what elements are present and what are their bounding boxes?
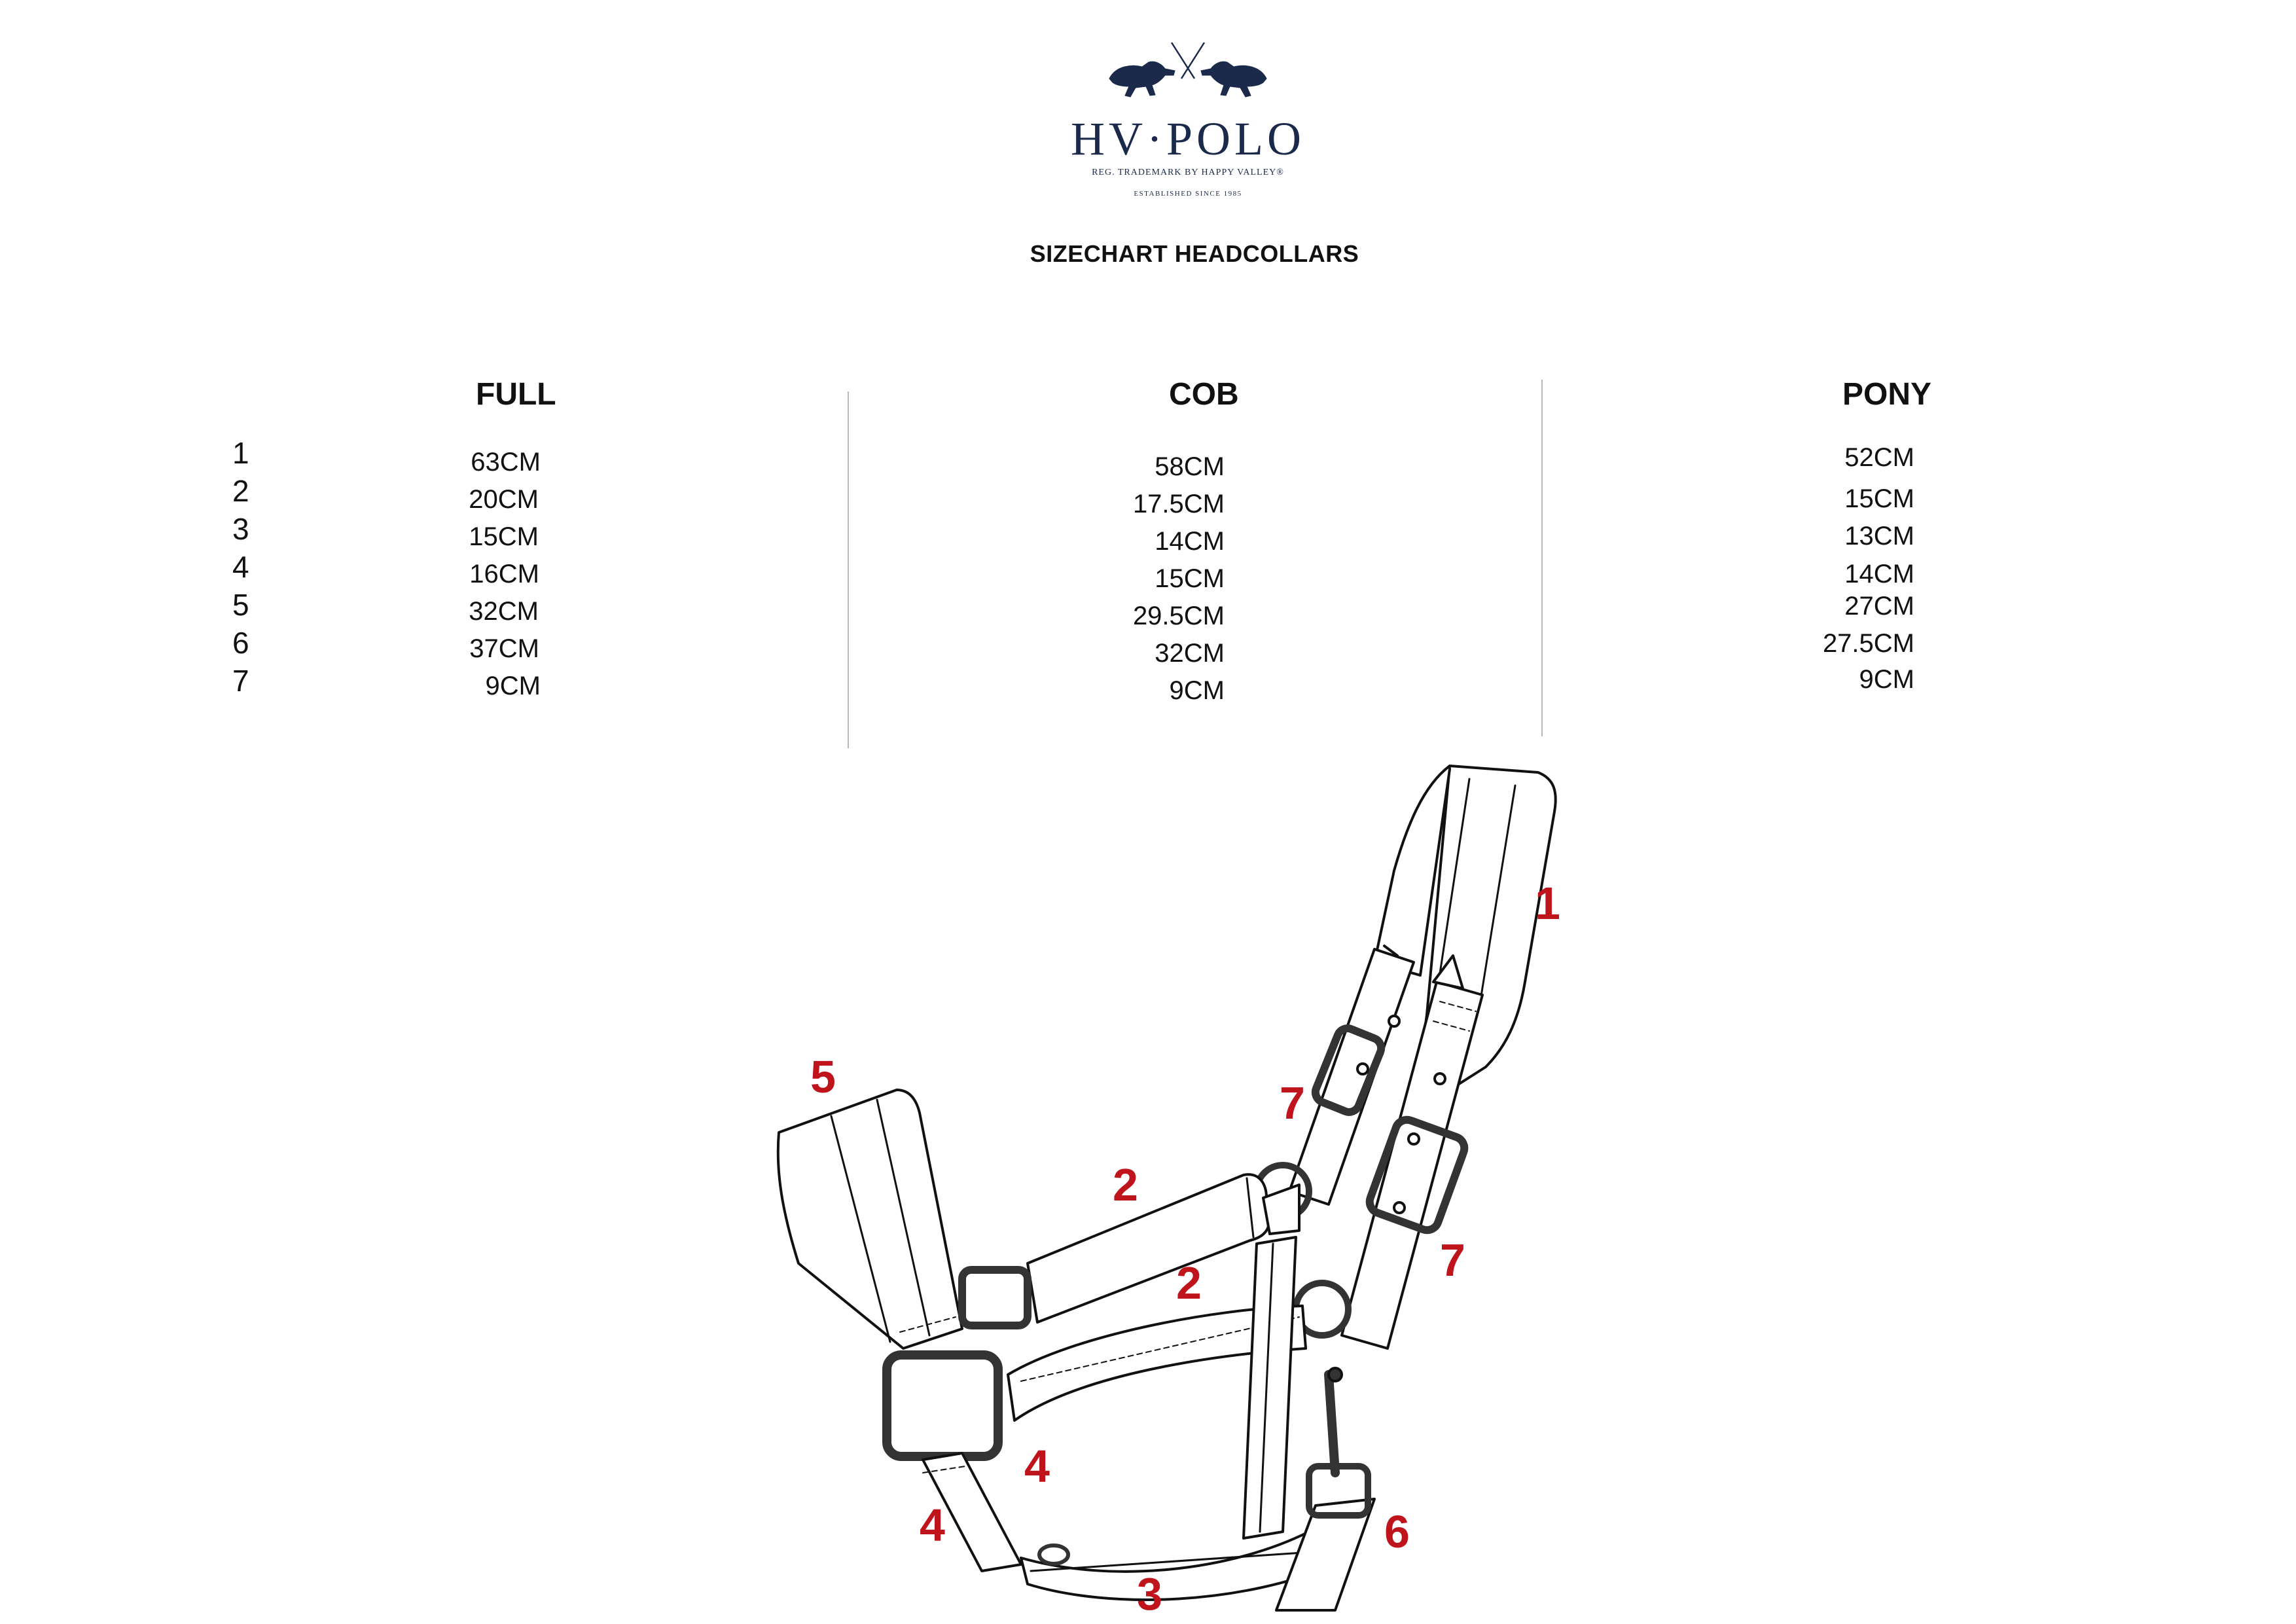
- brand-logo: HV·POLO REG. TRADEMARK BY HAPPY VALLEY® …: [1047, 39, 1329, 198]
- buckle-noseband: [882, 1350, 1003, 1461]
- buckle-cheek-upper: [958, 1266, 1031, 1329]
- pony-value: 27.5CM: [1822, 629, 1914, 658]
- row-index: 5: [232, 588, 249, 622]
- full-value: 16CM: [469, 560, 539, 588]
- pony-value: 13CM: [1844, 522, 1914, 550]
- row-index: 1: [232, 436, 249, 470]
- row-index: 6: [232, 626, 249, 660]
- upper-noseband-strap: [1026, 1173, 1271, 1324]
- pony-value: 27CM: [1844, 592, 1914, 621]
- row-index: 4: [232, 550, 249, 584]
- diagram-label-5: 5: [810, 1051, 836, 1102]
- column-divider: [848, 391, 849, 748]
- column-header-full: FULL: [476, 377, 556, 412]
- noseband: [1007, 1305, 1307, 1422]
- pony-value: 14CM: [1844, 560, 1914, 588]
- diagram-label-2: 2: [1176, 1257, 1202, 1308]
- throat-strap: [1275, 1498, 1376, 1612]
- page-title: SIZECHART HEADCOLLARS: [1030, 240, 1359, 267]
- cob-value: 58CM: [1155, 452, 1225, 481]
- cob-value: 9CM: [1169, 676, 1225, 705]
- brand-name: HV·POLO: [1071, 113, 1305, 165]
- diagram-label-4: 4: [1024, 1441, 1050, 1492]
- cob-value: 29.5CM: [1132, 602, 1225, 630]
- diagram-label-2: 2: [1113, 1159, 1138, 1210]
- pony-value: 52CM: [1844, 443, 1914, 472]
- full-value: 37CM: [469, 634, 539, 663]
- diagram-label-1: 1: [1535, 878, 1560, 929]
- row-index: 3: [232, 512, 249, 546]
- full-value: 32CM: [469, 597, 539, 626]
- pony-value: 9CM: [1859, 665, 1914, 694]
- buckle-upper: [1311, 1024, 1386, 1116]
- column-divider: [1541, 380, 1543, 736]
- diagram-label-7: 7: [1280, 1077, 1305, 1128]
- cheek-piece: [776, 1089, 963, 1350]
- brand-registration: REG. TRADEMARK BY HAPPY VALLEY®: [1092, 168, 1284, 177]
- full-value: 9CM: [485, 672, 541, 700]
- cob-value: 15CM: [1155, 564, 1225, 593]
- lower-left-strap: [922, 1452, 1022, 1572]
- diagram-label-4: 4: [920, 1500, 945, 1551]
- diagram-label-3: 3: [1137, 1568, 1162, 1619]
- row-index: 7: [232, 664, 249, 698]
- full-value: 63CM: [471, 448, 541, 477]
- cob-value: 14CM: [1155, 527, 1225, 556]
- polo-horses-icon: [1109, 42, 1267, 98]
- cob-value: 17.5CM: [1132, 490, 1225, 518]
- cob-value: 32CM: [1155, 639, 1225, 668]
- right-cheek-strap: [1340, 981, 1484, 1350]
- column-header-cob: COB: [1169, 377, 1239, 412]
- row-index: 2: [232, 474, 249, 508]
- buckle-lower: [1365, 1115, 1469, 1235]
- full-value: 20CM: [469, 485, 539, 514]
- column-header-pony: PONY: [1842, 377, 1932, 412]
- diagram-label-6: 6: [1384, 1506, 1410, 1557]
- diagram-label-7: 7: [1440, 1235, 1465, 1286]
- brand-established: ESTABLISHED SINCE 1985: [1134, 190, 1242, 198]
- left-cheek-strap: [1288, 948, 1415, 1206]
- pony-value: 15CM: [1844, 484, 1914, 513]
- full-value: 15CM: [469, 522, 539, 551]
